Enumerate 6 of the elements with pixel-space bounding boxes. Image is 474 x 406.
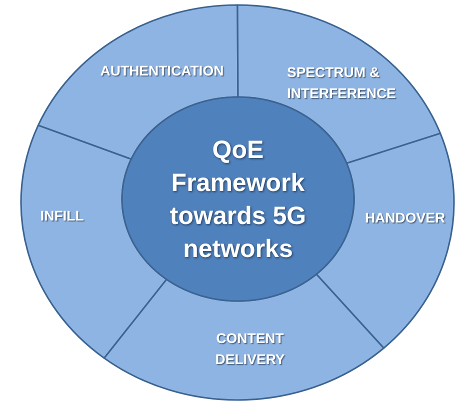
segment-label: HANDOVER (364, 208, 446, 228)
segment-label: AUTHENTICATION (100, 62, 224, 80)
segment-label: SPECTRUM & INTERFERENCE (287, 63, 397, 103)
segment-label: CONTENT DELIVERY (214, 329, 286, 369)
center-title: QoE Framework towards 5G networks (168, 135, 308, 265)
segment-label: INFILL (40, 206, 84, 226)
